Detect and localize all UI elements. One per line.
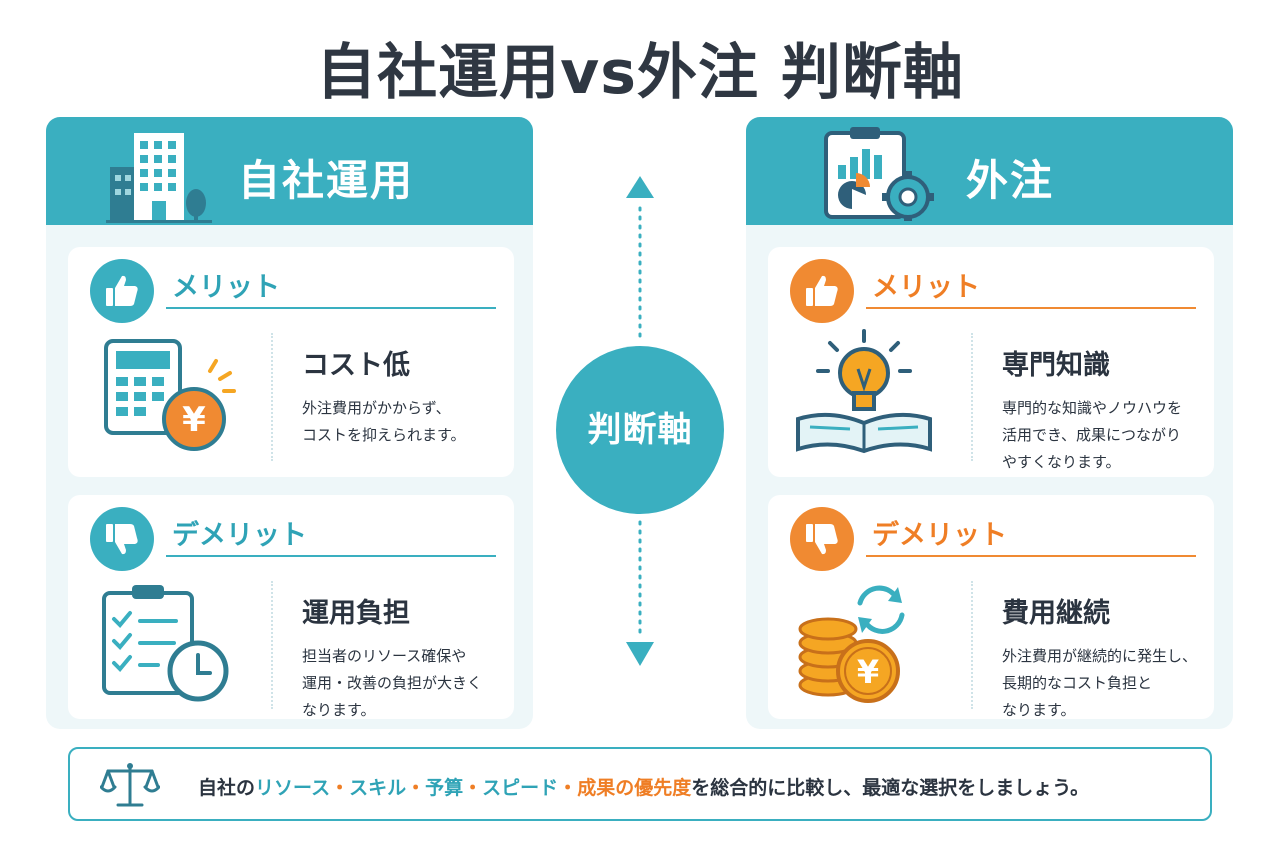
demerit-underline [166, 555, 496, 557]
page-title: 自社運用vs外注 判断軸 [316, 38, 964, 108]
demerit-heading: 運用負担 [302, 598, 410, 629]
demerit-description: 担当者のリソース確保や 運用・改善の負担が大きく なります。 [302, 647, 483, 719]
in-house-header: 自社運用 [46, 117, 533, 225]
demerit-heading: 費用継続 [1002, 598, 1110, 629]
merit-underline [166, 307, 496, 309]
card-divider [971, 333, 973, 461]
checklist-clock-icon [96, 583, 236, 707]
demerit-label: デメリット [172, 520, 307, 551]
lightbulb-book-icon [790, 327, 940, 461]
merit-description: 専門的な知識やノウハウを 活用でき、成果につながり やすくなります。 [1002, 399, 1183, 471]
merit-label: メリット [172, 272, 280, 303]
demerit-label: デメリット [872, 520, 1007, 551]
balance-scale-icon [99, 761, 161, 815]
thumbs-down-badge [790, 507, 854, 571]
card-divider [271, 581, 273, 709]
clipboard-chart-gear-icon [820, 125, 940, 225]
judgment-axis-arrow [620, 176, 660, 680]
calculator-yen-icon: ¥ [96, 335, 236, 459]
merit-heading: 専門知識 [1002, 350, 1110, 381]
in-house-merit-card: メリット ¥ コスト低 外注費用がかからず、 コストを抑えら [68, 247, 514, 477]
outsourcing-demerit-card: デメリット ¥ 費用継続 外注費用が継続的に発生し、 長期的なコスト負担と なり… [768, 495, 1214, 719]
card-divider [271, 333, 273, 461]
outsourcing-panel: 外注 メリット [746, 117, 1233, 729]
thumbs-up-badge [90, 259, 154, 323]
office-building-icon [106, 127, 226, 227]
thumbs-up-badge [790, 259, 854, 323]
merit-underline [866, 307, 1196, 309]
in-house-title: 自社運用 [238, 156, 415, 205]
outsourcing-title: 外注 [966, 156, 1055, 205]
judgment-axis-label: 判断軸 [556, 346, 724, 514]
coins-yen-cycle-icon: ¥ [798, 579, 948, 713]
svg-text:¥: ¥ [182, 400, 206, 440]
merit-description: 外注費用がかからず、 コストを抑えられます。 [302, 399, 466, 444]
demerit-underline [866, 555, 1196, 557]
summary-footer: 自社のリソース・スキル・予算・スピード・成果の優先度を総合的に比較し、最適な選択… [68, 747, 1212, 821]
outsourcing-header: 外注 [746, 117, 1233, 225]
in-house-demerit-card: デメリット 運用負担 担当者のリソース確保や 運用・改善の負担が大きく なります… [68, 495, 514, 719]
thumbs-down-badge [90, 507, 154, 571]
summary-text: 自社のリソース・スキル・予算・スピード・成果の優先度を総合的に比較し、最適な選択… [198, 777, 1090, 799]
card-divider [971, 581, 973, 709]
merit-heading: コスト低 [302, 350, 410, 381]
merit-label: メリット [872, 272, 980, 303]
outsourcing-merit-card: メリット 専門知識 専門的な知識やノウハウを 活用でき、成果につながり やすくな… [768, 247, 1214, 477]
svg-text:¥: ¥ [857, 653, 879, 691]
in-house-panel: 自社運用 メリット ¥ [46, 117, 533, 729]
demerit-description: 外注費用が継続的に発生し、 長期的なコスト負担と なります。 [1002, 647, 1198, 719]
